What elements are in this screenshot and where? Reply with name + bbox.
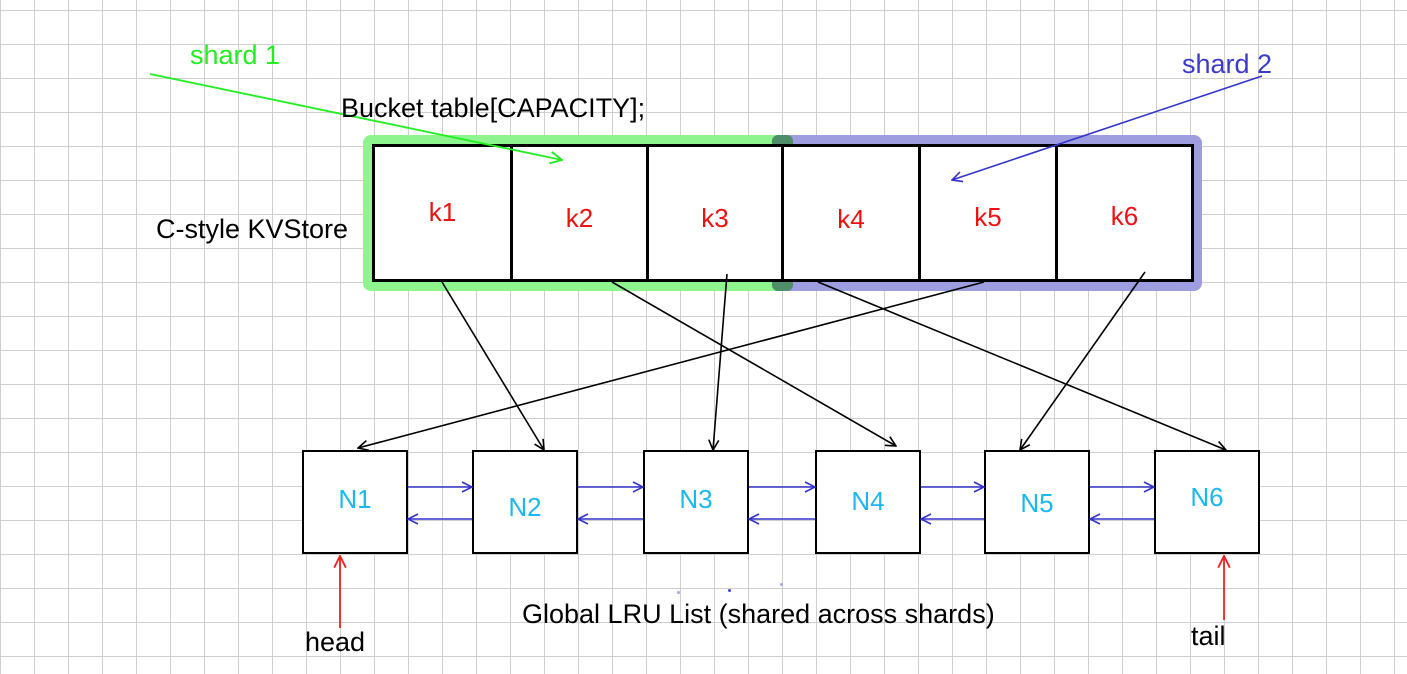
mapping-arrow-k4-n6 [817,281,1226,450]
shard-1-arrow [149,73,562,160]
lru-node-n1: N1 [302,450,408,554]
lru-node-n5: N5 [984,450,1090,554]
bucket-k2: k2 [510,144,649,282]
bucket-k6: k6 [1055,144,1194,282]
bucket-key-label: k3 [701,203,729,233]
node-label: N6 [1190,482,1224,512]
lru-node-n6: N6 [1154,450,1260,554]
lru-node-n2: N2 [472,450,578,554]
bucket-key-label: k5 [974,202,1002,232]
stray-dot [677,591,680,594]
mapping-arrow-k6-n5 [1020,271,1146,450]
bucket-key-label: k4 [837,204,865,234]
bucket-key-label: k1 [428,197,457,227]
bucket-k5: k5 [918,144,1058,282]
node-label: N4 [851,486,885,516]
shard-2-label: shard 2 [1182,49,1273,79]
mapping-arrow-k1-n2 [441,281,544,450]
tail-label: tail [1191,621,1226,651]
shard-1-label: shard 1 [190,40,281,70]
mapping-arrow-k3-n3 [713,273,728,450]
bucket-key-label: k6 [1110,201,1139,231]
stray-dot [780,583,783,586]
node-label: N2 [508,492,542,522]
bucket-k3: k3 [646,144,784,282]
stray-dot [728,589,731,592]
node-label: N5 [1020,488,1054,518]
bucket-key-label: k2 [565,203,594,233]
bucket-table-label: Bucket table[CAPACITY]; [341,93,646,123]
head-label: head [305,627,366,657]
kvstore-label: C-style KVStore [156,214,349,244]
shard-2-arrow [952,75,1263,180]
bucket-k4: k4 [781,144,921,282]
lru-node-n4: N4 [815,450,921,554]
node-label: N3 [679,484,713,514]
lru-node-n3: N3 [643,450,749,554]
mapping-arrow-k5-n1 [358,281,985,448]
node-label: N1 [338,484,372,514]
mapping-arrow-k2-n4 [611,281,896,446]
lru-list-label: Global LRU List (shared across shards) [522,599,995,629]
